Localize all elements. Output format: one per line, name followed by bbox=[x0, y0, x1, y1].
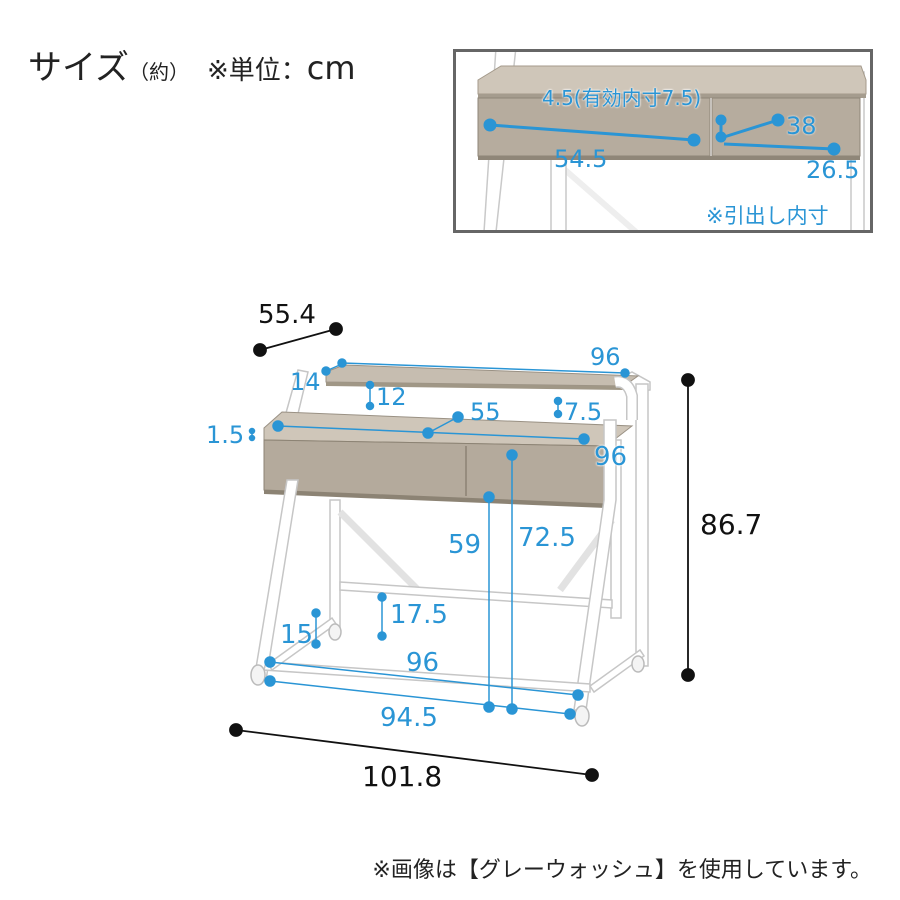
drawer-detail-inset: 4.5(有効内寸7.5) 54.5 38 26.5 ※引出し内寸 bbox=[453, 49, 873, 233]
drawer-dimension-overlay bbox=[483, 113, 841, 156]
page-title: サイズ（約） ※単位：cm bbox=[28, 40, 356, 89]
total-height-label: 86.7 bbox=[700, 508, 763, 541]
shelf-depth-label: 14 bbox=[290, 368, 321, 396]
bar-height-label: 17.5 bbox=[390, 600, 448, 630]
footer-note: ※画像は【グレーウォッシュ】を使用しています。 bbox=[372, 858, 872, 883]
drawer-height-label: 38 bbox=[786, 112, 817, 140]
unit-label: ※単位： bbox=[206, 56, 307, 86]
drawer-width-label: 54.5 bbox=[554, 145, 608, 173]
inner-width-label: 96 bbox=[406, 648, 440, 678]
title-main: サイズ bbox=[28, 48, 129, 88]
knee-height-label: 59 bbox=[448, 530, 482, 560]
drawer-detail-illustration bbox=[477, 52, 867, 230]
leg-width-label: 94.5 bbox=[380, 703, 438, 733]
drawer-depth-label: 4.5(有効内寸7.5) bbox=[542, 86, 702, 110]
shelf-height-label: 12 bbox=[376, 383, 407, 411]
drawer-inner-depth-label: 26.5 bbox=[806, 156, 860, 184]
shelf-gap-label: 7.5 bbox=[564, 398, 603, 426]
top-thickness-label: 1.5 bbox=[206, 421, 245, 449]
shelf-width-label: 96 bbox=[590, 343, 621, 371]
depth-total-label: 55.4 bbox=[258, 300, 316, 330]
desk-height-label: 72.5 bbox=[518, 523, 576, 553]
caster-height-label: 15 bbox=[280, 620, 314, 650]
title-approx: （約） bbox=[128, 60, 189, 84]
desk-width-label: 96 bbox=[594, 442, 628, 472]
desk-depth-label: 55 bbox=[470, 398, 501, 426]
unit-value: cm bbox=[306, 49, 356, 87]
total-width-label: 101.8 bbox=[362, 760, 443, 793]
drawer-note: ※引出し内寸 bbox=[706, 204, 829, 228]
